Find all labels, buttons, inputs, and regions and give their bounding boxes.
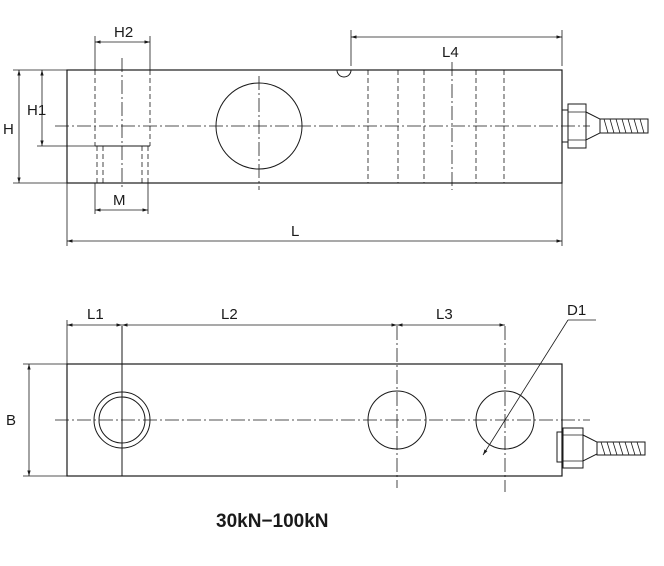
l2-label: L2: [221, 306, 238, 323]
l1-label: L1: [87, 306, 104, 323]
plan-view: D1 L1 L2 L3 B: [6, 302, 646, 492]
l4-label: L4: [442, 44, 459, 61]
h2-label: H2: [114, 24, 133, 41]
side-view: H2 L4 H H1 M L: [3, 24, 649, 246]
h-label: H: [3, 121, 14, 138]
l-label: L: [291, 223, 299, 240]
side-view-notch: [336, 69, 352, 78]
l3-label: L3: [436, 306, 453, 323]
cable-gland-bottom: [556, 427, 646, 469]
b-label: B: [6, 412, 16, 429]
h1-label: H1: [27, 102, 46, 119]
side-view-body: [66, 69, 563, 184]
cable-gland-top: [561, 103, 649, 149]
d1-label: D1: [567, 302, 586, 319]
d1-leader: [482, 319, 569, 456]
capacity-caption: 30kN−100kN: [216, 511, 329, 532]
m-label: M: [113, 192, 126, 209]
